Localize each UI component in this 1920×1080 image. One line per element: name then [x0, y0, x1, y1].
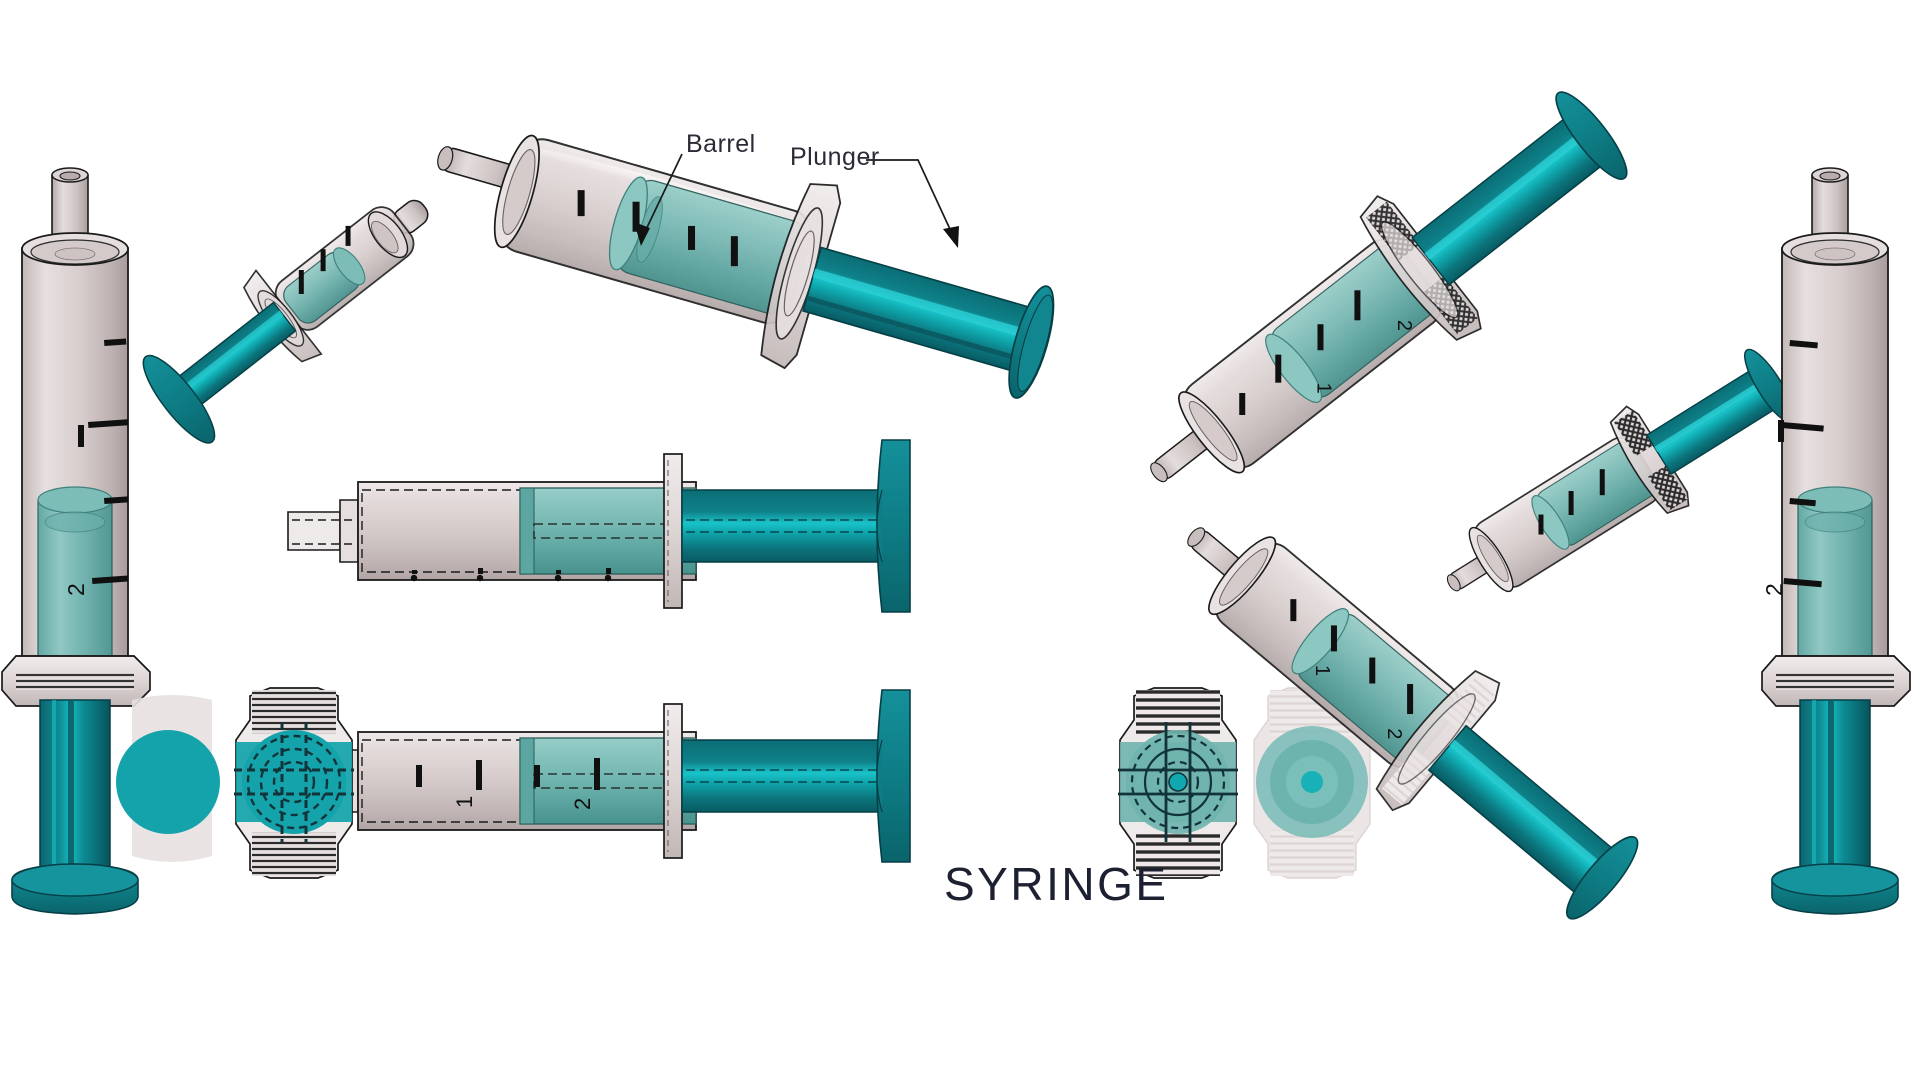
- finger-flange: [663, 453, 683, 609]
- view-main-isometric: [437, 134, 1055, 399]
- view-left-vertical: 2: [1, 167, 151, 915]
- graduation-marks: 1 2: [1239, 290, 1415, 415]
- svg-text:2: 2: [570, 798, 595, 810]
- view-middle-section: [287, 439, 911, 613]
- svg-text:1: 1: [1311, 665, 1333, 676]
- plunger-thumb-pad: [876, 689, 911, 863]
- plunger-thumb-pad: [1771, 863, 1899, 915]
- plunger-thumb-pad: [1566, 835, 1639, 920]
- finger-flange: [1375, 669, 1501, 812]
- finger-flange: [663, 703, 683, 859]
- plunger-rod: [681, 489, 883, 563]
- plunger-rod: [1799, 699, 1871, 881]
- view-upper-right-diagonal: 1 2: [1150, 91, 1628, 483]
- graduation-marks: 2: [1761, 340, 1824, 596]
- view-lower-right-diagonal: 1 2: [1187, 527, 1639, 920]
- callout-leader-plunger: [866, 159, 959, 248]
- plunger-stopper: [1291, 608, 1455, 763]
- barrel-tip: [51, 167, 89, 246]
- view-right-vertical: 2: [1761, 167, 1911, 915]
- view-end-ribbed: [1118, 687, 1238, 879]
- page-title: SYRINGE: [944, 858, 1169, 910]
- view-upper-left-diagonal: [142, 199, 429, 444]
- graduation-marks: [577, 190, 738, 267]
- svg-text:2: 2: [1761, 583, 1787, 596]
- callout-label-plunger: Plunger: [790, 143, 880, 171]
- view-end-ghost-circle: [116, 695, 220, 862]
- plunger-thumb-pad: [11, 863, 139, 915]
- plunger-rod: [681, 739, 883, 813]
- svg-text:1: 1: [452, 796, 477, 808]
- plunger-thumb-pad: [1555, 91, 1628, 180]
- graduation-marks: 1 2: [1290, 599, 1414, 739]
- plunger-stopper: [37, 486, 113, 663]
- plunger-rod: [1411, 114, 1607, 286]
- callout-label-barrel: Barrel: [686, 130, 756, 158]
- plunger-rod: [39, 699, 111, 881]
- graduation-marks: [298, 225, 351, 295]
- plunger-thumb-pad: [142, 354, 216, 444]
- callout-leader-barrel: [634, 153, 683, 246]
- graduation-marks: [410, 568, 612, 582]
- plunger-stopper: [1265, 244, 1438, 403]
- plunger-stopper: [608, 176, 806, 315]
- finger-flange: [1, 655, 151, 707]
- svg-text:2: 2: [1393, 320, 1415, 331]
- graduation-marks: 2: [63, 338, 129, 596]
- finger-flange: [1609, 405, 1690, 515]
- view-middle-right-small: [1446, 348, 1795, 593]
- graduation-marks: [1538, 469, 1605, 535]
- barrel-tip: [287, 499, 359, 563]
- plunger-stopper: [1797, 486, 1873, 663]
- svg-text:2: 2: [63, 583, 89, 596]
- finger-flange: [1761, 655, 1911, 707]
- finger-flange: [1359, 195, 1482, 341]
- plunger-stopper: [1531, 441, 1657, 550]
- graduation-marks: 1 2: [416, 758, 600, 810]
- plunger-stopper: [283, 247, 366, 324]
- view-end-hidden-lines: [234, 687, 354, 879]
- svg-text:2: 2: [1383, 728, 1405, 739]
- plunger-thumb-pad: [876, 439, 911, 613]
- plunger-rod: [802, 246, 1036, 374]
- view-bottom-section: 1 2: [287, 689, 911, 863]
- svg-text:1: 1: [1312, 383, 1334, 394]
- barrel-tip: [437, 146, 523, 191]
- plunger-thumb-pad: [1008, 285, 1055, 399]
